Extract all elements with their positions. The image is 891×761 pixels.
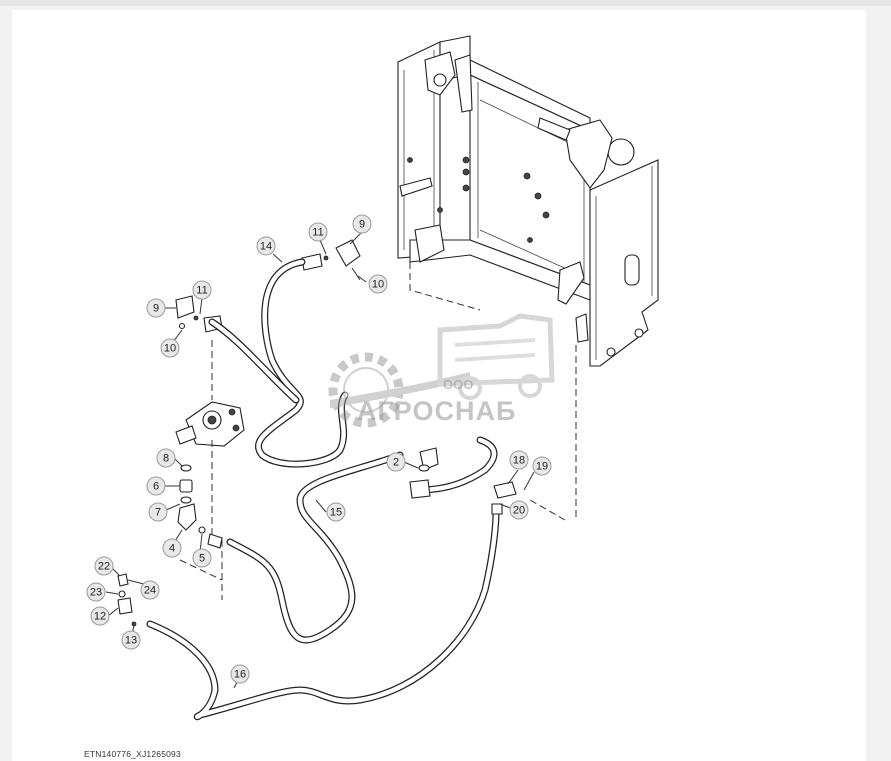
callout-label: 13 [125, 635, 137, 647]
callout-label: 20 [513, 505, 525, 517]
callout-10: 10 [160, 338, 180, 358]
figure-id: ETN140776_XJ1265093 [84, 749, 181, 759]
callout-9: 9 [146, 298, 166, 318]
upper-fittings [175, 239, 361, 333]
callout-11: 11 [192, 280, 212, 300]
fitting-cluster-lower [117, 573, 137, 627]
hose-15 [226, 451, 404, 644]
fitting-stack [177, 464, 223, 549]
callout-label: 18 [513, 455, 525, 467]
callout-label: 6 [153, 481, 159, 493]
callout-5: 5 [192, 548, 212, 568]
hose-16 [146, 508, 500, 721]
callout-label: 24 [144, 585, 156, 597]
callout-12: 12 [90, 606, 110, 626]
hose-2 [416, 436, 498, 494]
callout-23: 23 [86, 582, 106, 602]
callout-2: 2 [386, 452, 406, 472]
callout-7: 7 [148, 502, 168, 522]
callout-label: 12 [94, 611, 106, 623]
callout-15: 15 [326, 502, 346, 522]
callout-label: 15 [330, 507, 342, 519]
callout-4: 4 [162, 538, 182, 558]
hose-upper-left [208, 318, 300, 404]
leader-lines [105, 231, 535, 689]
top-bar [0, 0, 891, 6]
callout-10: 10 [368, 274, 388, 294]
callout-label: 10 [372, 279, 384, 291]
callout-label: 5 [199, 553, 205, 565]
callout-label: 22 [98, 561, 110, 573]
callout-label: 4 [169, 543, 175, 555]
callout-label: 7 [155, 507, 161, 519]
callout-label: 10 [164, 343, 176, 355]
cooler-frame-assembly [397, 35, 659, 521]
hose-14 [254, 258, 349, 468]
callout-label: 2 [393, 457, 399, 469]
callout-16: 16 [230, 664, 250, 684]
watermark-prefix: ООО [443, 377, 474, 392]
right-fittings [409, 447, 517, 515]
callout-24: 24 [140, 580, 160, 600]
callout-label: 14 [260, 241, 272, 253]
callout-label: 9 [359, 219, 365, 231]
callout-9: 9 [352, 214, 372, 234]
callout-6: 6 [146, 476, 166, 496]
callout-11: 11 [308, 222, 328, 242]
callout-label: 16 [234, 669, 246, 681]
callout-14: 14 [256, 236, 276, 256]
callout-label: 23 [90, 587, 102, 599]
callout-18: 18 [509, 450, 529, 470]
callout-22: 22 [94, 556, 114, 576]
callout-label: 19 [536, 461, 548, 473]
callout-label: 11 [312, 227, 323, 239]
callout-13: 13 [121, 630, 141, 650]
callout-19: 19 [532, 456, 552, 476]
callout-label: 8 [163, 453, 169, 465]
watermark-company-name: АГРОСНАБ [357, 396, 517, 426]
callout-8: 8 [156, 448, 176, 468]
callout-20: 20 [509, 500, 529, 520]
callout-layer: 9 11 14 10 9 11 10 8 6 7 4 5 22 23 24 12 13 2 18 19 20 15 16 [86, 214, 552, 684]
callout-label: 9 [153, 303, 159, 315]
watermark-logo [328, 313, 555, 428]
callout-label: 11 [196, 285, 207, 297]
